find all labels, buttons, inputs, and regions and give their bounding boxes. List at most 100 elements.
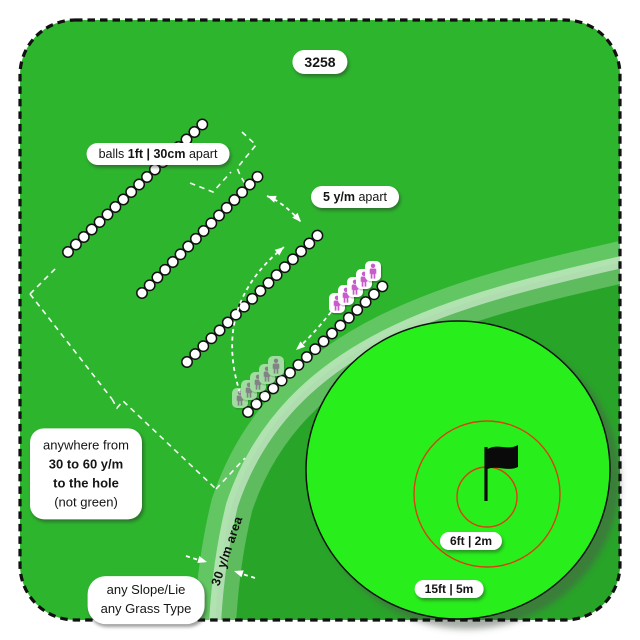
inner-ring-size-label: 6ft | 2m xyxy=(439,532,503,550)
boundary-dash xyxy=(215,457,246,490)
drill-number-badge: 3258 xyxy=(292,50,348,74)
golf-ball xyxy=(275,374,288,387)
golf-ball xyxy=(77,231,90,243)
golf-ball xyxy=(359,296,372,309)
golf-ball xyxy=(334,319,347,332)
golf-ball xyxy=(238,300,251,313)
boundary-dash xyxy=(111,398,217,490)
golf-ball xyxy=(368,288,380,301)
golf-ball xyxy=(250,398,263,411)
golf-ball xyxy=(62,246,74,258)
golf-ball xyxy=(69,238,82,251)
golf-ball xyxy=(228,194,241,206)
golf-ball xyxy=(251,170,264,183)
flag-pole xyxy=(484,447,488,501)
golf-ball xyxy=(143,279,156,292)
ball-spacing-label: balls 1ft | 30cm apart xyxy=(86,143,230,165)
golf-ball xyxy=(258,390,271,403)
arrowhead-icon xyxy=(197,556,207,563)
golf-ball xyxy=(270,269,283,282)
player-body xyxy=(245,387,253,398)
golf-ball xyxy=(220,201,233,214)
golf-ball xyxy=(292,358,305,371)
player-icon xyxy=(268,356,286,378)
player-body xyxy=(263,371,271,382)
golf-ball xyxy=(197,225,210,237)
arrowhead-icon xyxy=(296,341,306,350)
flagstick xyxy=(484,445,518,501)
boundary-dash xyxy=(189,171,232,193)
golf-ball xyxy=(182,240,195,253)
golf-ball xyxy=(213,209,225,222)
golf-ball xyxy=(188,126,201,138)
golf-ball xyxy=(151,271,164,284)
arrowhead-icon xyxy=(274,247,284,256)
golf-ball xyxy=(311,229,324,242)
player-groups xyxy=(232,261,383,410)
golf-ball xyxy=(196,118,209,131)
player-group xyxy=(232,356,286,410)
player-body xyxy=(360,276,368,287)
player-group xyxy=(329,261,383,315)
putting-green xyxy=(305,320,611,620)
golf-ball xyxy=(221,316,234,329)
golf-ball xyxy=(101,208,114,221)
golf-ball xyxy=(93,216,106,228)
golf-ball xyxy=(295,245,308,258)
golf-ball xyxy=(181,356,193,368)
golf-ball xyxy=(159,263,172,276)
golf-ball xyxy=(197,340,210,353)
golf-ball xyxy=(189,348,202,361)
golf-ball xyxy=(254,284,267,297)
arrowhead-icon xyxy=(267,195,277,203)
player-icon xyxy=(365,261,383,283)
ball-rows xyxy=(62,118,389,418)
player-body xyxy=(351,284,359,295)
player-head xyxy=(370,263,376,268)
arrowhead-icon xyxy=(292,212,301,222)
player-body xyxy=(369,268,377,279)
outer-target-ring xyxy=(413,420,561,568)
golf-ball xyxy=(242,406,254,418)
boundary-dash xyxy=(236,131,258,189)
golf-ball xyxy=(166,256,179,268)
golf-ball xyxy=(284,366,296,379)
golf-ball xyxy=(141,171,153,183)
golf-ball xyxy=(205,332,218,345)
boundary-dash xyxy=(29,265,59,295)
player-body xyxy=(272,363,280,374)
player-head xyxy=(273,358,279,363)
golf-ball xyxy=(136,287,148,299)
outer-ring-size-label: 15ft | 5m xyxy=(414,580,484,598)
player-body xyxy=(333,300,341,311)
arrowhead-icon xyxy=(234,570,244,578)
golf-ball xyxy=(309,343,322,356)
golf-ball xyxy=(133,178,146,191)
golf-ball xyxy=(267,382,280,395)
golf-ball xyxy=(125,186,138,198)
golf-ball xyxy=(213,324,226,337)
golf-ball xyxy=(243,178,256,191)
golf-ball xyxy=(317,335,330,348)
golf-ball xyxy=(246,292,259,305)
golf-ball xyxy=(300,351,313,364)
row-spacing-label: 5 y/m apart xyxy=(311,186,399,208)
flag-icon xyxy=(487,445,518,469)
player-icon xyxy=(356,269,374,291)
player-body xyxy=(254,379,262,390)
player-body xyxy=(342,292,350,303)
golf-ball xyxy=(189,232,202,245)
golf-ball xyxy=(303,237,316,250)
golf-ball xyxy=(236,186,249,199)
boundary-dash xyxy=(29,293,113,400)
golf-ball xyxy=(326,327,338,340)
golf-ball xyxy=(262,277,275,289)
golf-ball xyxy=(174,248,187,261)
golf-ball xyxy=(117,193,130,206)
thirty-ym-band-stripe xyxy=(208,250,620,620)
golf-ball xyxy=(351,303,364,316)
golf-ball xyxy=(342,311,355,324)
